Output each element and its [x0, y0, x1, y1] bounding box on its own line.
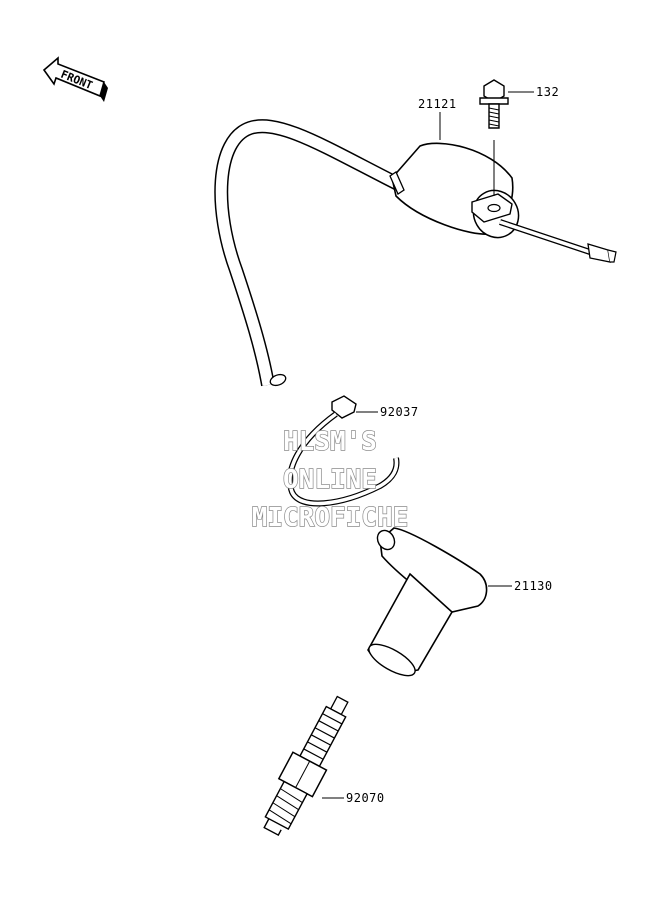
- plug-cap-21130[interactable]: [364, 527, 512, 681]
- spark-plug-92070[interactable]: [255, 690, 359, 840]
- label-92070: 92070: [346, 791, 385, 805]
- bolt-132[interactable]: [479, 79, 534, 129]
- label-21130: 21130: [514, 579, 553, 593]
- watermark-line-1: HLSM'S: [283, 427, 377, 457]
- label-21121: 21121: [418, 97, 457, 111]
- clamp-92037[interactable]: [286, 395, 400, 507]
- label-132: 132: [536, 85, 559, 99]
- ignition-coil-21121[interactable]: [214, 112, 617, 387]
- label-92037: 92037: [380, 405, 419, 419]
- watermark-line-2: ONLINE: [283, 465, 377, 495]
- front-arrow-icon: FRONT: [42, 56, 108, 102]
- watermark-line-3: MICROFICHE: [252, 503, 409, 533]
